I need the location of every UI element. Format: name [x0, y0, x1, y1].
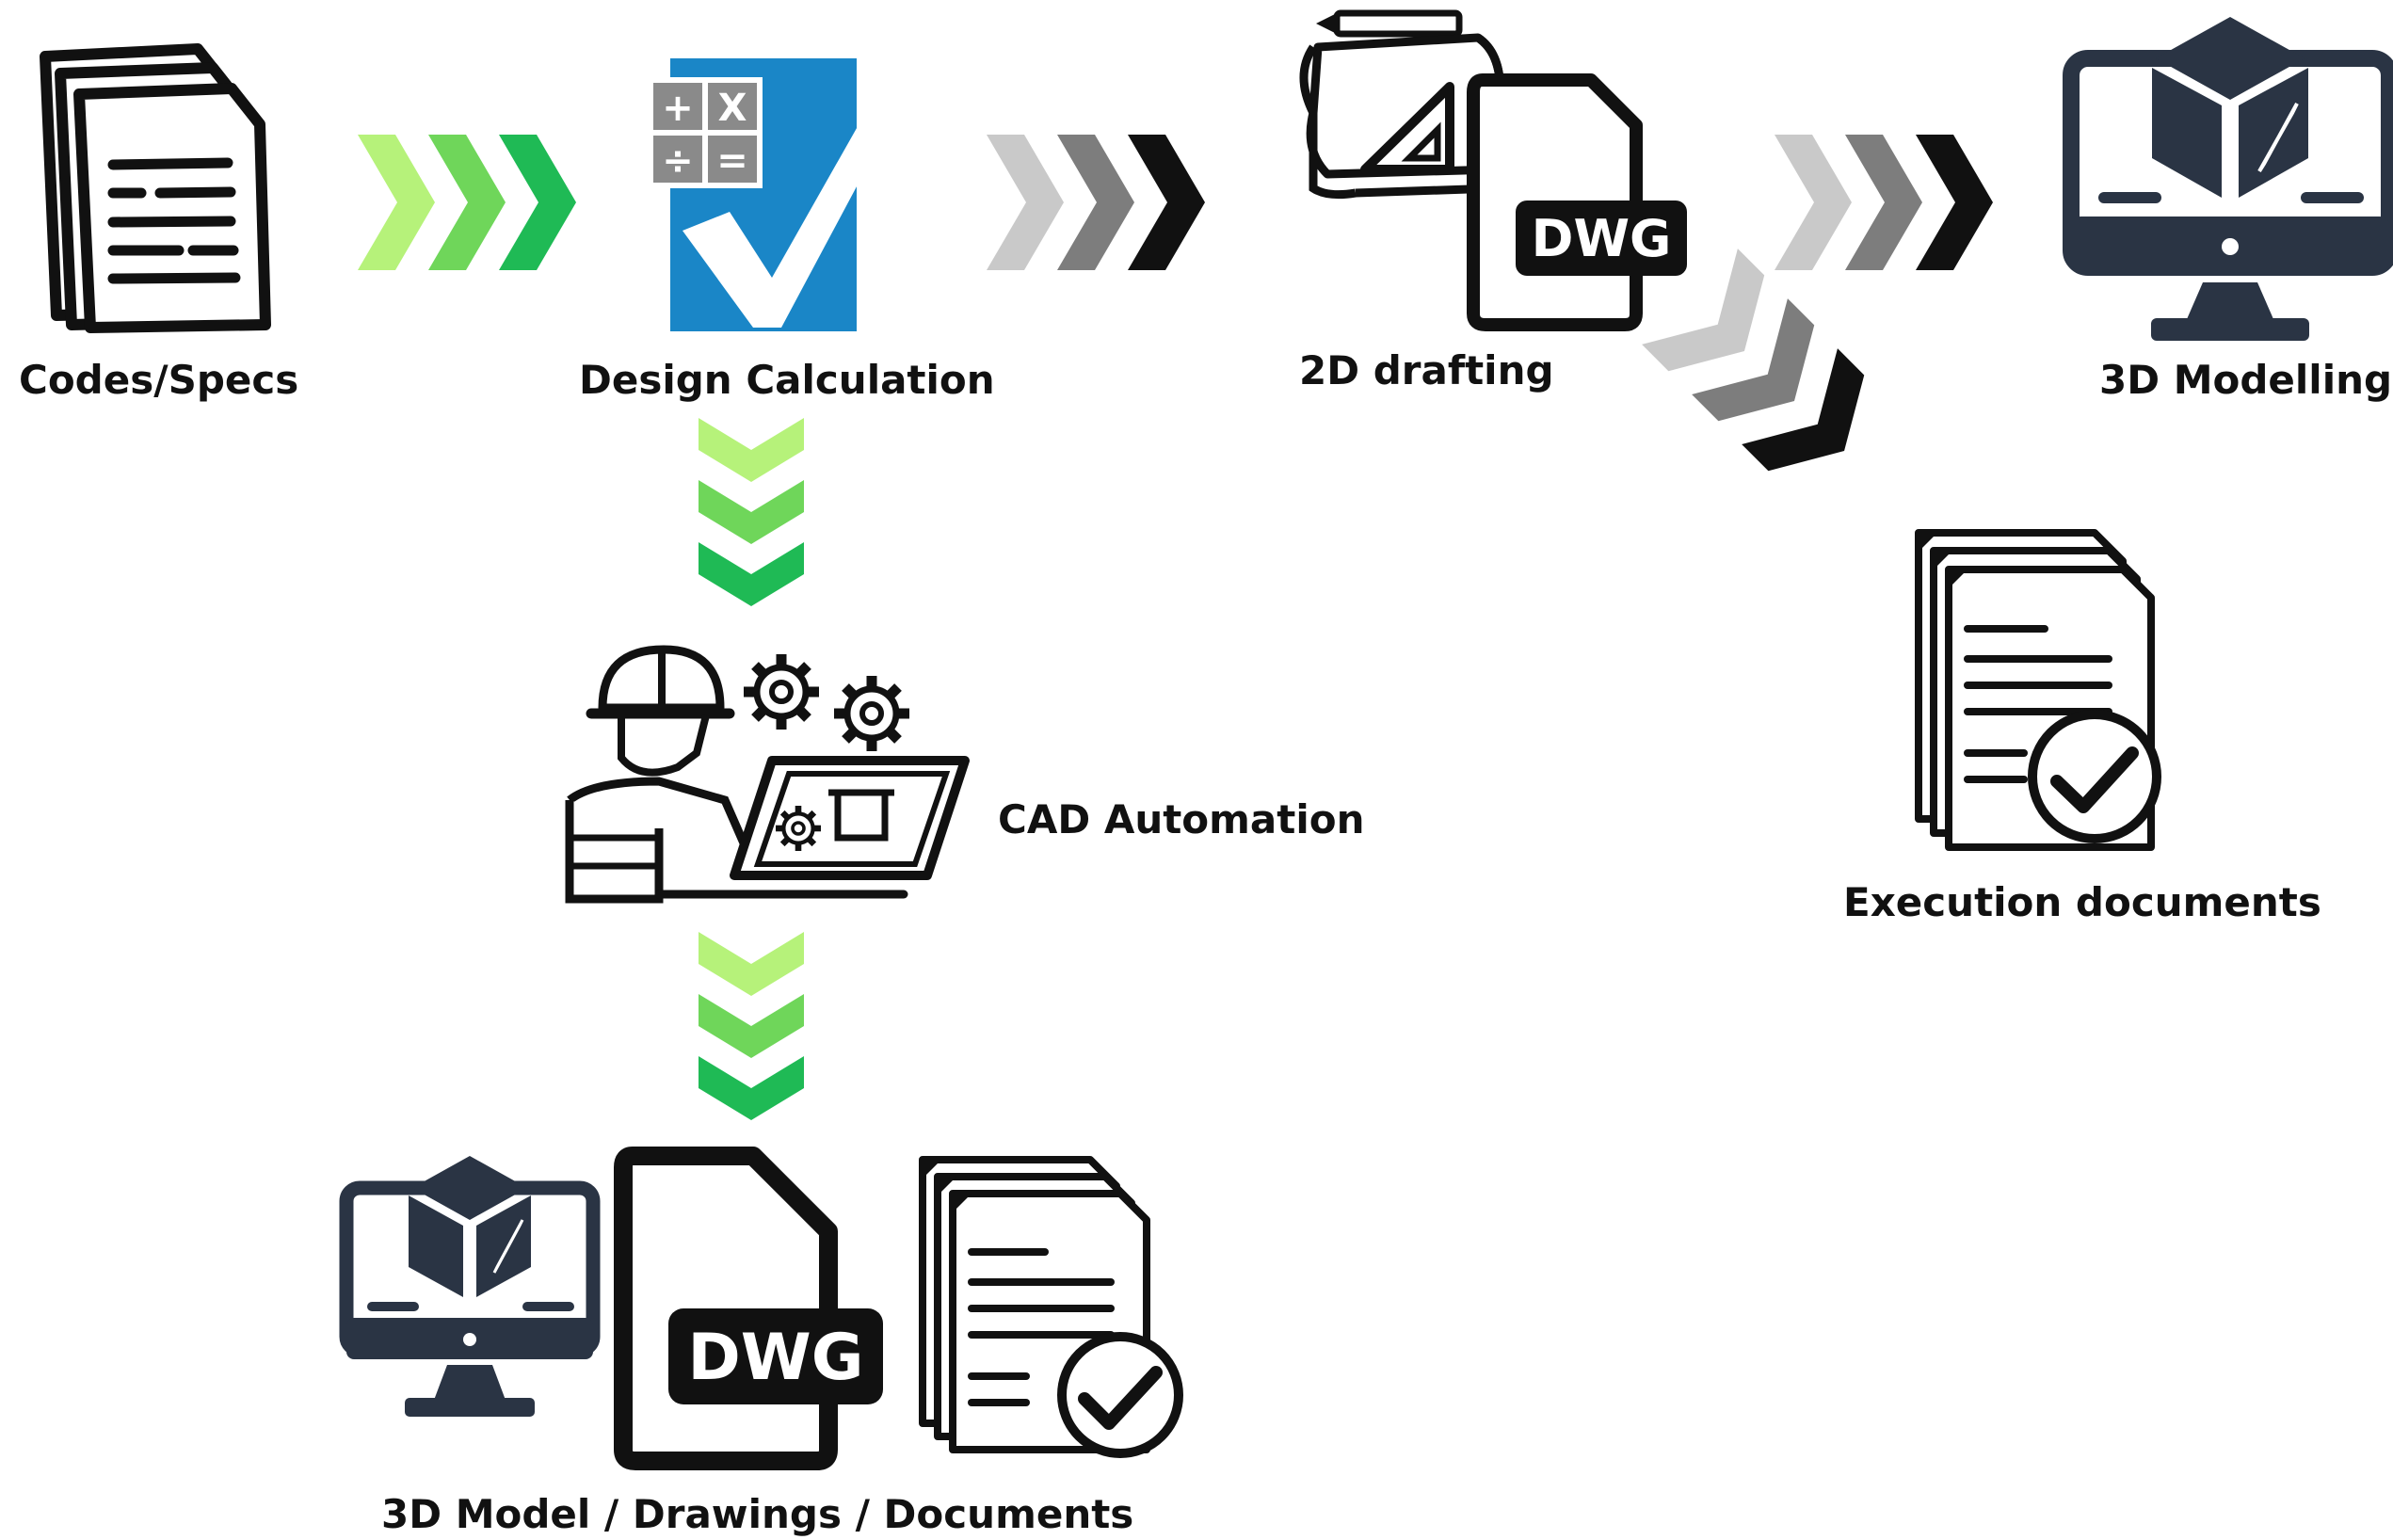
- chevron-right-icon: [987, 135, 1064, 270]
- svg-text:X: X: [718, 87, 747, 130]
- step-label-codes-specs: Codes/Specs: [19, 357, 299, 403]
- step-label-2d-drafting: 2D drafting: [1299, 347, 1554, 393]
- monitor-cube-icon: [2063, 17, 2393, 341]
- chevron-right-icon: [499, 135, 576, 270]
- svg-text:DWG: DWG: [1532, 209, 1672, 268]
- step-label-outputs: 3D Model / Drawings / Documents: [381, 1491, 1134, 1537]
- gear-icon: [744, 654, 819, 730]
- step-label-3d-modelling: 3D Modelling: [2099, 357, 2393, 403]
- approved-documents-icon: [919, 1156, 1183, 1458]
- chevron-right-icon: [1845, 135, 1922, 270]
- approved-documents-icon: [1915, 529, 2161, 851]
- flow-arrow-codes-to-calc: [358, 135, 576, 270]
- flow-arrow-calc-to-drafting: [987, 135, 1205, 270]
- chevron-right-icon: [1775, 135, 1852, 270]
- flow-arrow-drafting-to-execution: [1642, 249, 1892, 499]
- chevron-right-icon: [1128, 135, 1205, 270]
- gear-icon: [834, 676, 909, 751]
- flow-arrow-calc-to-cad: [699, 418, 804, 606]
- chevron-right-icon: [358, 135, 435, 270]
- engineer-computer-icon: [565, 645, 970, 904]
- chevron-down-icon: [699, 932, 804, 996]
- calculator-checkmark-icon: + X ÷ =: [648, 58, 880, 331]
- svg-text:=: =: [716, 139, 748, 183]
- chevron-down-icon: [699, 994, 804, 1058]
- chevron-right-icon: [1916, 135, 1993, 270]
- chevron-down-icon: [699, 480, 804, 544]
- blueprint-dwg-icon: DWG: [1299, 9, 1687, 331]
- chevron-down-icon: [699, 418, 804, 482]
- step-label-cad-automation: CAD Automation: [998, 796, 1365, 842]
- chevron-right-icon: [1057, 135, 1134, 270]
- flow-arrow-drafting-to-modelling: [1775, 135, 1993, 270]
- documents-stack-icon: [40, 43, 271, 333]
- chevron-down-icon: [699, 1056, 804, 1120]
- svg-text:÷: ÷: [662, 139, 694, 183]
- chevron-down-icon: [699, 542, 804, 606]
- step-label-design-calculation: Design Calculation: [579, 357, 995, 403]
- chevron-right-icon: [428, 135, 506, 270]
- svg-text:DWG: DWG: [687, 1321, 863, 1395]
- dwg-file-icon: DWG: [614, 1147, 883, 1470]
- flow-arrow-cad-to-outputs: [699, 932, 804, 1120]
- monitor-cube-icon: [339, 1156, 601, 1417]
- step-label-execution-documents: Execution documents: [1843, 879, 2321, 925]
- svg-text:+: +: [662, 87, 694, 130]
- chevron-right-icon: [1742, 348, 1892, 499]
